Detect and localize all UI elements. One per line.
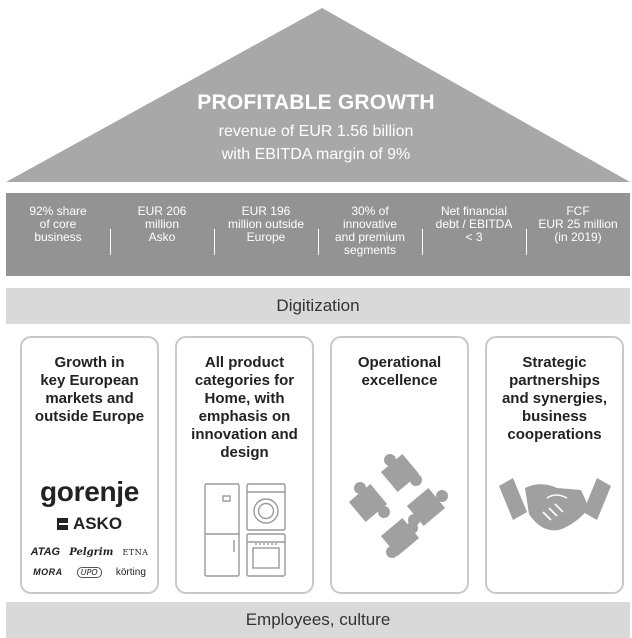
roof-title: PROFITABLE GROWTH <box>197 91 435 114</box>
handshake-icon <box>499 478 611 531</box>
pillar-growth: Growth in key European markets and outsi… <box>20 336 159 594</box>
metric-core-business: 92% share of core business <box>29 204 87 244</box>
digitization-band: Digitization <box>6 288 630 324</box>
brand-row-2: MORA UPO körting <box>26 567 153 578</box>
employees-band: Employees, culture <box>6 602 630 638</box>
pillar-title: Strategic partnerships and synergies, bu… <box>501 354 608 443</box>
metric-innovative-segments: 30% of innovative and premium segments <box>318 193 422 276</box>
korting-logo: körting <box>115 567 146 578</box>
metric-net-debt: Net financial debt / EBITDA < 3 <box>422 193 526 276</box>
asko-mark-icon <box>56 518 68 530</box>
pelgrim-logo: Pelgrim <box>69 547 114 558</box>
pillar-title: Growth in key European markets and outsi… <box>34 354 145 425</box>
pillar-title: All product categories for Home, with em… <box>191 354 298 461</box>
roof-ebitda-line: with EBITDA margin of 9% <box>221 146 411 163</box>
metrics-band: 92% share of core business EUR 206 milli… <box>6 193 630 276</box>
puzzle-icon <box>348 454 448 558</box>
pillar-strategic-partnerships: Strategic partnerships and synergies, bu… <box>485 336 624 594</box>
pillar-products: All product categories for Home, with em… <box>175 336 314 594</box>
brand-row-1: ATAG Pelgrim ETNA <box>26 546 153 558</box>
roof-revenue-line: revenue of EUR 1.56 billion <box>218 123 414 140</box>
metric-outside-europe: EUR 196 million outside Europe <box>214 193 318 276</box>
asko-logo: ASKO <box>22 514 157 534</box>
etna-logo: ETNA <box>122 548 149 557</box>
appliances-icon <box>204 483 286 577</box>
metric-fcf: FCF EUR 25 million (in 2019) <box>526 193 630 276</box>
pillar-operational-excellence: Operational excellence <box>330 336 469 594</box>
roof-triangle <box>6 8 630 182</box>
atag-logo: ATAG <box>30 546 61 558</box>
pillar-title: Operational excellence <box>357 354 442 389</box>
mora-logo: MORA <box>33 567 63 577</box>
metric-asko: EUR 206 million Asko <box>110 193 214 276</box>
asko-wordmark: ASKO <box>72 514 123 533</box>
gorenje-logo: gorenje <box>39 476 140 507</box>
upo-logo: UPO <box>76 567 102 578</box>
